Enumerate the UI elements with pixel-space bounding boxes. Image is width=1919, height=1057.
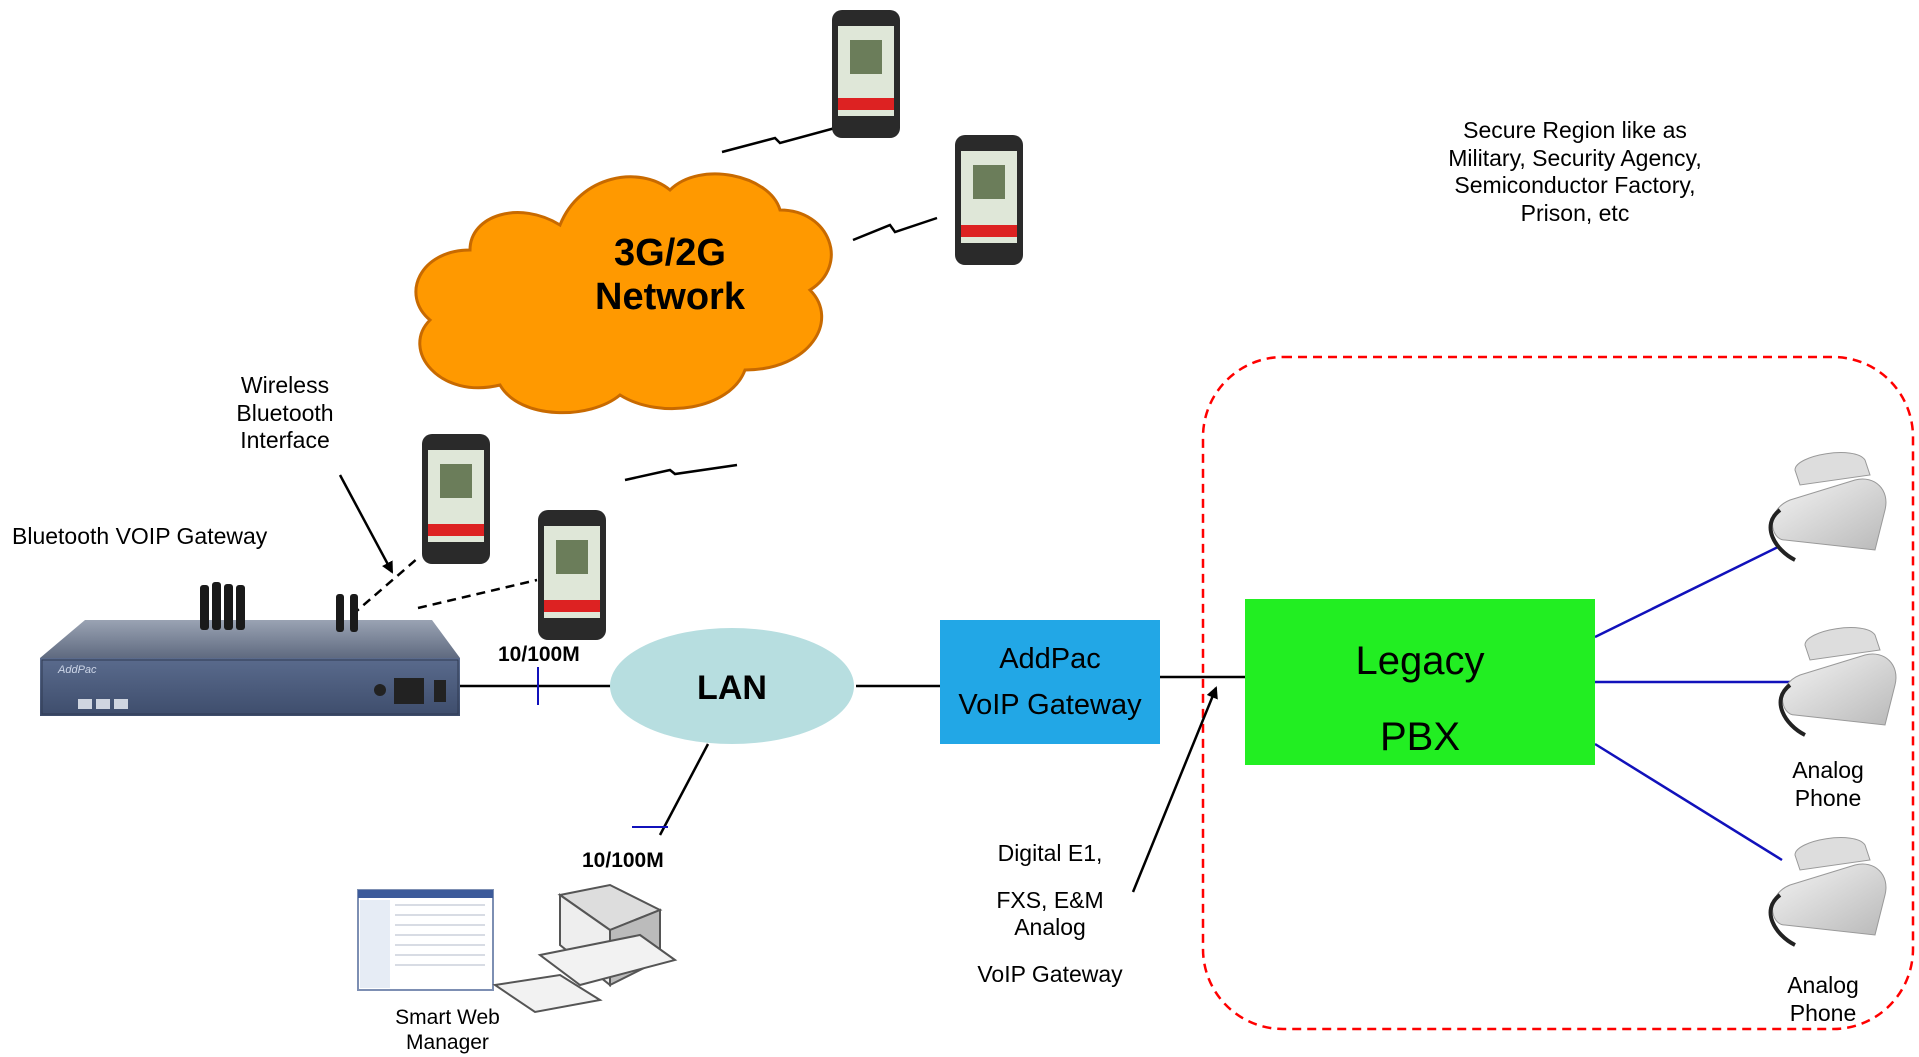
secure-region-border xyxy=(1201,355,1915,1031)
secure-region-line-3: Semiconductor Factory, xyxy=(1454,172,1696,199)
legacy-pbx-box xyxy=(1245,599,1595,765)
phone-links xyxy=(1594,544,1790,862)
analog-phone-label-1: Analog Phone xyxy=(1768,757,1888,812)
secure-region-line-2: Military, Security Agency, xyxy=(1448,144,1702,171)
wireless-label-line-2: Bluetooth xyxy=(236,399,334,426)
analog-phone-1-line-1: Analog xyxy=(1792,757,1864,783)
speed-label-bottom: 10/100M xyxy=(582,849,664,872)
cellular-network-cloud xyxy=(414,172,833,415)
interface-label-arrow xyxy=(1131,686,1218,893)
manager-label-line-2: Manager xyxy=(406,1031,489,1055)
pc-computer xyxy=(492,883,678,1014)
pbx-label-line-1: Legacy xyxy=(1355,639,1485,683)
wireless-label-line-1: Wireless xyxy=(240,372,330,398)
interfaces-line-1: Digital E1, xyxy=(997,840,1103,866)
addpac-gateway-box xyxy=(940,620,1160,744)
cloud-label-line-2: Network xyxy=(595,275,745,318)
speed-label-top: 10/100M xyxy=(498,643,580,666)
bluetooth-gateway-device xyxy=(40,582,460,716)
legacy-pbx-label: Legacy PBX xyxy=(1245,623,1595,775)
analog-phone-2-line-2: Phone xyxy=(1789,999,1857,1026)
pbx-label-line-2: PBX xyxy=(1379,715,1461,759)
secure-region-text: Secure Region like as Military, Security… xyxy=(1385,117,1765,227)
lan-label: LAN xyxy=(697,669,767,707)
web-manager-screenshot xyxy=(357,889,494,991)
interfaces-label: Digital E1, FXS, E&M Analog VoIP Gateway xyxy=(940,840,1160,988)
analog-phone-label-2: Analog Phone xyxy=(1763,972,1883,1027)
secure-region-line-4: Prison, etc xyxy=(1520,199,1630,226)
analog-phone-1-line-2: Phone xyxy=(1794,784,1862,811)
bluetooth-links xyxy=(351,557,538,616)
analog-phones xyxy=(1768,452,1897,947)
cloud-label-line-1: 3G/2G xyxy=(614,232,726,274)
addpac-label-line-2: VoIP Gateway xyxy=(958,689,1142,722)
wireless-label-line-3: Interface xyxy=(240,427,330,454)
network-links xyxy=(458,675,1245,836)
lan-ellipse xyxy=(610,628,854,744)
addpac-gateway-label: AddPac VoIP Gateway xyxy=(940,636,1160,729)
wireless-label-arrow xyxy=(338,474,394,574)
secure-region-line-1: Secure Region like as xyxy=(1463,117,1687,143)
interfaces-line-3: Analog xyxy=(1014,914,1086,941)
gateway-brand-text: AddPac xyxy=(58,664,97,676)
mobile-phones xyxy=(422,10,1023,640)
cloud-label: 3G/2G Network xyxy=(540,232,800,319)
interfaces-line-4: VoIP Gateway xyxy=(977,960,1123,987)
smart-web-manager-label: Smart Web Manager xyxy=(370,1005,525,1055)
wireless-links xyxy=(624,126,938,482)
bluetooth-gateway-label: Bluetooth VOIP Gateway xyxy=(12,523,268,549)
wireless-interface-label: Wireless Bluetooth Interface xyxy=(200,372,370,455)
analog-phone-2-line-1: Analog xyxy=(1787,972,1859,998)
link-tick-marks xyxy=(537,667,668,828)
addpac-label-line-1: AddPac xyxy=(999,643,1101,675)
interfaces-line-2: FXS, E&M xyxy=(996,886,1104,913)
manager-label-line-1: Smart Web xyxy=(395,1006,500,1029)
